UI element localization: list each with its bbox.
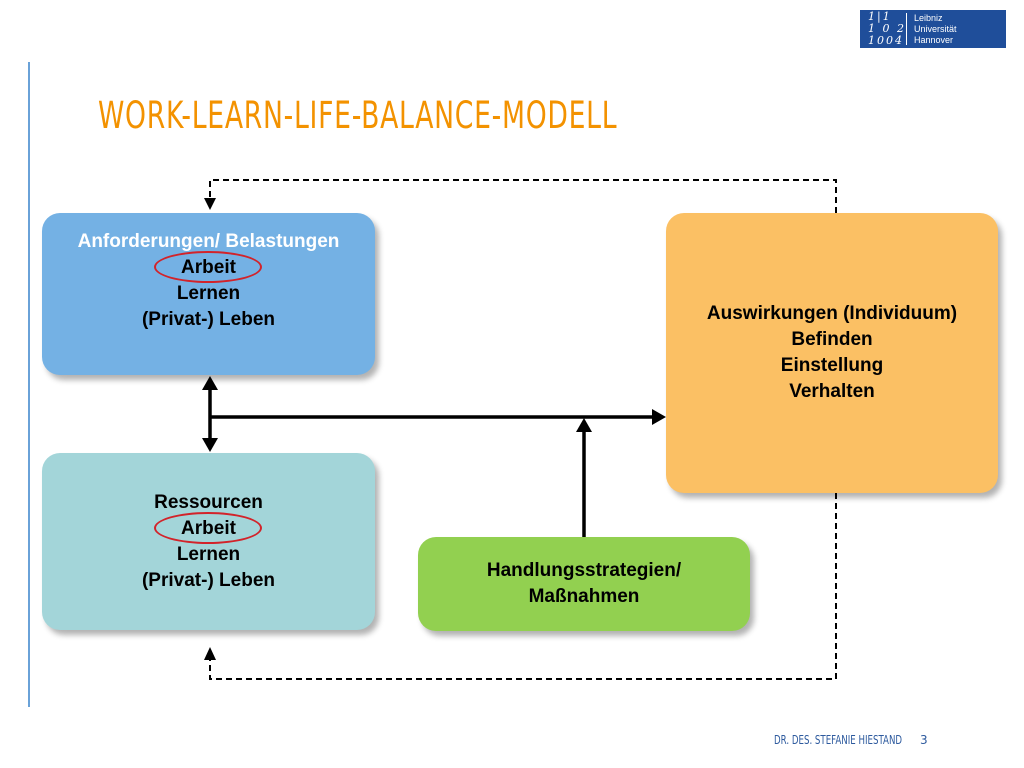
box-heading: Ressourcen bbox=[154, 491, 263, 513]
box-handlungsstrategien: Handlungsstrategien/ Maßnahmen bbox=[418, 537, 750, 631]
circled-item: Arbeit bbox=[154, 511, 263, 544]
box-item-lernen: Lernen bbox=[176, 543, 241, 565]
footer-author: DR. DES. STEFANIE HIESTAND bbox=[774, 733, 903, 747]
box-heading: Anforderungen/ Belastungen bbox=[77, 231, 340, 252]
logo-wordmark: Leibniz Universität Hannover bbox=[907, 10, 957, 48]
box-ressourcen: Ressourcen Arbeit Lernen (Privat-) Leben bbox=[42, 453, 375, 630]
arrow-to-auswirkungen-head bbox=[652, 409, 666, 425]
box-anforderungen-belastungen: Anforderungen/ Belastungen Arbeit Lernen… bbox=[42, 213, 375, 375]
logo-line-hannover: Hannover bbox=[914, 35, 954, 45]
box-auswirkungen-individuum: Auswirkungen (Individuum) Befinden Einst… bbox=[666, 213, 998, 493]
double-arrow-top-head bbox=[202, 376, 218, 390]
feedback-loop-bottom bbox=[209, 493, 837, 680]
feedback-arrow-bottom-head bbox=[204, 647, 216, 660]
logo-divider bbox=[906, 13, 907, 45]
highlight-circle-icon bbox=[154, 251, 263, 283]
feedback-arrow-top-head bbox=[204, 198, 216, 210]
logo-mark-line: 1 0 2 bbox=[868, 22, 906, 35]
page-number: 3 bbox=[920, 733, 928, 747]
logo-mark-line: 1004 bbox=[868, 34, 904, 47]
box-item-einstellung: Einstellung bbox=[780, 355, 884, 376]
box-item-befinden: Befinden bbox=[791, 329, 873, 350]
highlight-circle-icon bbox=[154, 511, 263, 544]
box-heading: Auswirkungen (Individuum) bbox=[706, 303, 958, 324]
box-item-verhalten: Verhalten bbox=[789, 381, 875, 402]
logo-line-universitaet: Universität bbox=[914, 24, 957, 34]
logo-line-leibniz: Leibniz bbox=[914, 13, 943, 23]
feedback-loop-top bbox=[209, 179, 837, 213]
box-item-privat-leben: (Privat-) Leben bbox=[141, 569, 276, 591]
circled-item: Arbeit bbox=[154, 251, 263, 283]
slide-title: WORK-LEARN-LIFE-BALANCE-MODELL bbox=[98, 94, 618, 137]
box-line-massnahmen: Maßnahmen bbox=[528, 586, 640, 607]
university-logo: 1|1 1 0 2 1004 Leibniz Universität Hanno… bbox=[860, 10, 1006, 48]
logo-mark-line: 1|1 bbox=[868, 10, 892, 23]
arrow-from-handlung-head bbox=[576, 418, 592, 432]
double-arrow-bottom-head bbox=[202, 438, 218, 452]
box-item-lernen: Lernen bbox=[176, 283, 241, 304]
left-accent-rule bbox=[28, 62, 30, 707]
logo-mark-icon: 1|1 1 0 2 1004 bbox=[860, 10, 906, 48]
box-item-privat-leben: (Privat-) Leben bbox=[141, 309, 276, 330]
box-line-handlungsstrategien: Handlungsstrategien/ bbox=[486, 560, 682, 581]
